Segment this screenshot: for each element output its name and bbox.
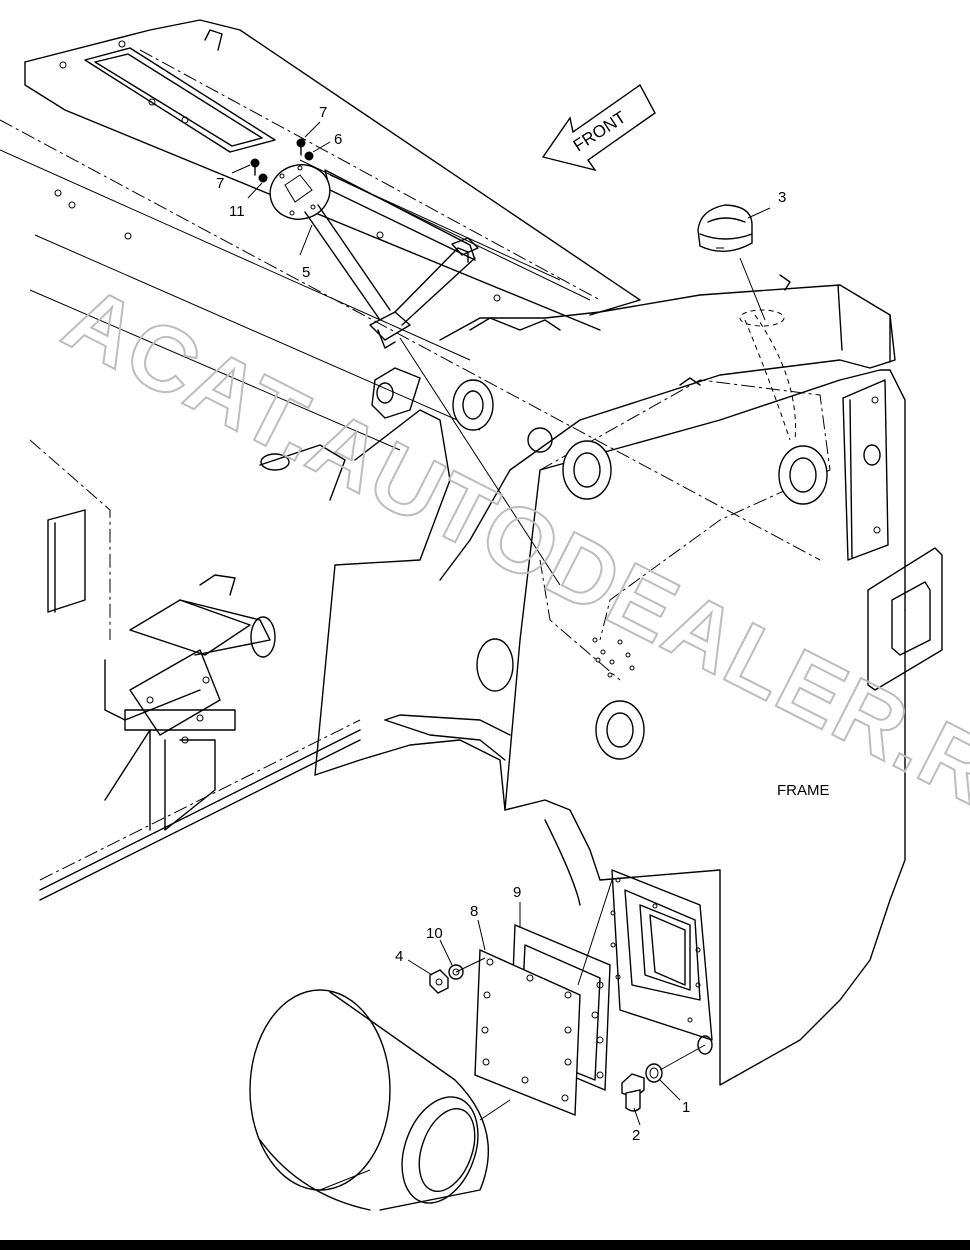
- fill-cap-3: [697, 204, 766, 321]
- callout-3: 3: [778, 189, 786, 206]
- plate-hole-pattern: [592, 637, 635, 678]
- callout-2: 2: [632, 1127, 640, 1144]
- frame-label: FRAME: [777, 782, 830, 799]
- callout-7-left: 7: [216, 175, 224, 192]
- bottom-border: [0, 1240, 970, 1250]
- callout-5: 5: [302, 264, 310, 281]
- callout-1: 1: [682, 1099, 690, 1116]
- upper-frame-rail: [0, 19, 821, 561]
- callout-leaders: [407, 207, 771, 1126]
- callout-11: 11: [229, 203, 245, 220]
- inspection-opening: [544, 819, 713, 1055]
- drain-plug-2-and-oring-1: [621, 1044, 706, 1112]
- level-gauge-5: [269, 164, 561, 586]
- cover-plate-8: [474, 879, 613, 1117]
- callout-7-top: 7: [319, 104, 327, 121]
- axle-cone: [249, 989, 511, 1211]
- main-side-plate: [314, 274, 943, 1086]
- callout-8: 8: [470, 903, 478, 920]
- bolts-7-washers-6-11: [231, 121, 331, 256]
- front-direction-arrow: FRONT: [541, 83, 656, 172]
- left-frame-structure: [29, 439, 361, 901]
- callout-9: 9: [513, 884, 521, 901]
- callout-10: 10: [426, 925, 443, 942]
- callout-6: 6: [334, 131, 342, 148]
- nut-4-and-washer-10: [429, 957, 486, 994]
- callout-4: 4: [395, 948, 403, 965]
